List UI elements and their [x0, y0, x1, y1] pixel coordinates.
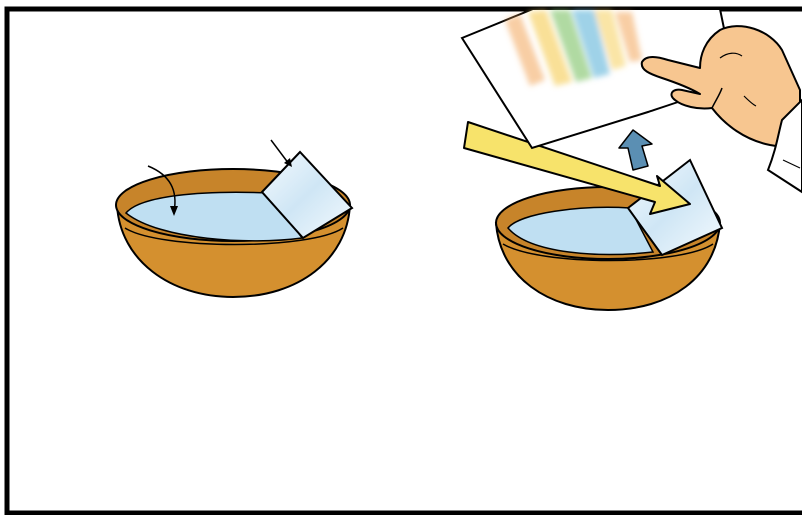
lift-arrow: [619, 130, 652, 170]
pointer-arrow-slide: [271, 140, 289, 164]
left-bowl-group: [116, 152, 352, 297]
